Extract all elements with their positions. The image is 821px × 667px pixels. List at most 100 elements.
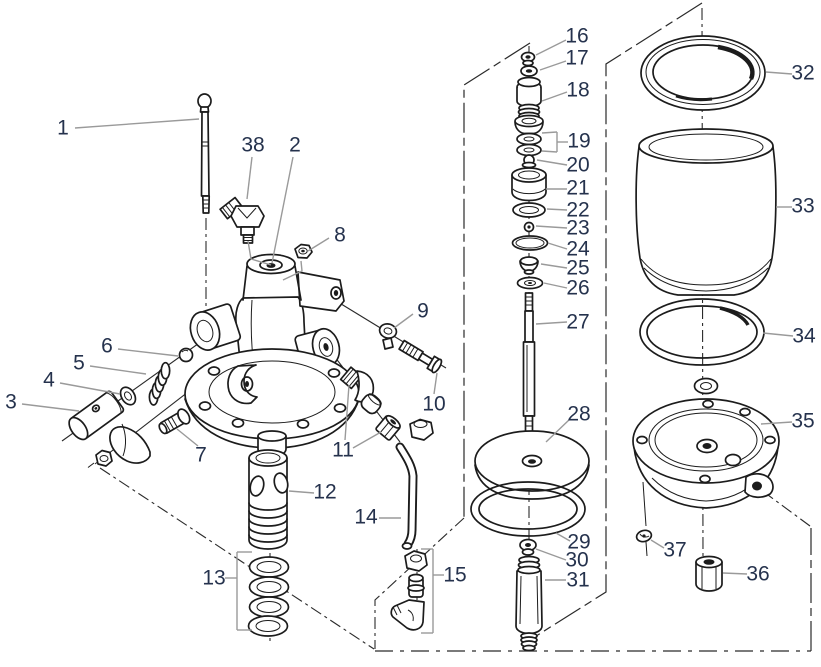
part-label-32: 32 [791,62,814,85]
part-9-drawing [378,323,398,350]
part-3-drawing [68,390,125,441]
part-8-drawing [294,243,313,259]
part-31-drawing [515,555,543,652]
grommet-drawing [693,377,719,395]
callouts-layer: 1234567891011121314151617181920212223242… [5,25,816,634]
part-18-drawing [514,103,544,135]
part-29-drawing [470,481,586,537]
connector-line [247,240,272,266]
part-36-drawing [695,555,723,592]
part-label-18: 18 [566,79,589,102]
part-label-21: 21 [566,177,589,200]
part-label-30: 30 [565,549,588,572]
part-label-23: 23 [566,217,589,240]
part-label-29: 29 [567,531,590,554]
part-20-drawing [521,154,537,169]
leader-line-35 [760,421,793,425]
leader-line-24 [547,242,568,250]
part-label-24: 24 [566,238,590,261]
part-label-3: 3 [5,391,17,414]
part-label-11: 11 [332,439,354,462]
part-label-7: 7 [195,444,207,467]
part-label-31: 31 [566,569,589,592]
part-label-13: 13 [202,567,225,590]
leader-line-9 [393,313,414,329]
part-24-drawing [511,235,549,251]
part-13-drawing [247,556,290,637]
part-34-drawing [639,298,765,366]
part-16-drawing [520,51,536,67]
part-15-drawing [390,550,428,631]
wing-nut-drawing [87,449,113,468]
part-22-drawing [512,202,546,218]
part-label-33: 33 [791,195,814,218]
part-label-27: 27 [566,311,589,334]
leader-line-4 [59,382,121,395]
leader-line-11 [352,431,382,449]
part-label-6: 6 [101,335,113,358]
leader-line-6 [117,348,179,357]
part-23-drawing [523,221,535,233]
part-35-drawing [632,398,780,527]
part-label-37: 37 [663,539,686,562]
boundary-lines [374,2,812,652]
leader-line-12 [288,490,315,494]
part-label-4: 4 [43,369,55,392]
part-25-drawing [519,256,539,275]
part-37-drawing [635,529,653,557]
leader-line-19 [541,131,558,134]
leader-line-17 [539,60,567,71]
leader-line-25 [540,263,568,269]
part-27-drawing [522,292,536,454]
valve-seat-bell-drawing [109,423,151,464]
leader-line-37 [650,539,665,549]
part-14-drawing [395,418,434,550]
part-17-drawing [520,65,538,77]
leader-line-11 [344,384,350,441]
part-28-drawing [474,430,590,500]
part-label-9: 9 [417,300,429,323]
leader-line-1 [74,118,200,129]
leader-line-2 [271,156,294,264]
part-33-drawing [635,128,777,296]
leader-line-8 [307,237,330,252]
part-12-drawing [248,449,289,550]
part-label-16: 16 [565,25,588,48]
part-label-19: 19 [567,130,590,153]
leader-line-19 [541,150,558,153]
part-label-12: 12 [313,481,336,504]
leader-line-29 [555,532,571,542]
part-32-drawing [640,35,766,111]
packing-cap-drawing [516,76,542,108]
leader-line-20 [536,159,568,166]
leader-line-23 [535,225,568,229]
part-label-25: 25 [566,257,589,280]
part-label-5: 5 [73,352,85,375]
part-label-34: 34 [792,325,816,348]
leader-line-18 [541,91,568,102]
part-1-drawing [197,93,212,214]
part-26-drawing [516,276,544,290]
leader-line-5 [89,365,147,375]
part-4-drawing [119,386,137,406]
leader-line-22 [546,208,568,211]
part-label-38: 38 [241,134,264,157]
part-11-drawing [339,366,401,441]
part-7-drawing [158,408,191,435]
part-5-drawing [148,361,171,406]
leader-line-28 [545,418,571,443]
part-38-drawing [219,196,265,244]
part-label-2: 2 [289,134,301,157]
connector-line [282,260,303,281]
leader-line-27 [535,321,568,325]
part-label-22: 22 [566,199,589,222]
part-label-8: 8 [334,224,346,247]
part-label-36: 36 [746,563,769,586]
leader-line-3 [21,403,80,412]
leader-line-32 [765,71,793,75]
part-label-20: 20 [566,154,589,177]
part-label-15: 15 [443,564,466,587]
part-label-10: 10 [422,393,445,416]
